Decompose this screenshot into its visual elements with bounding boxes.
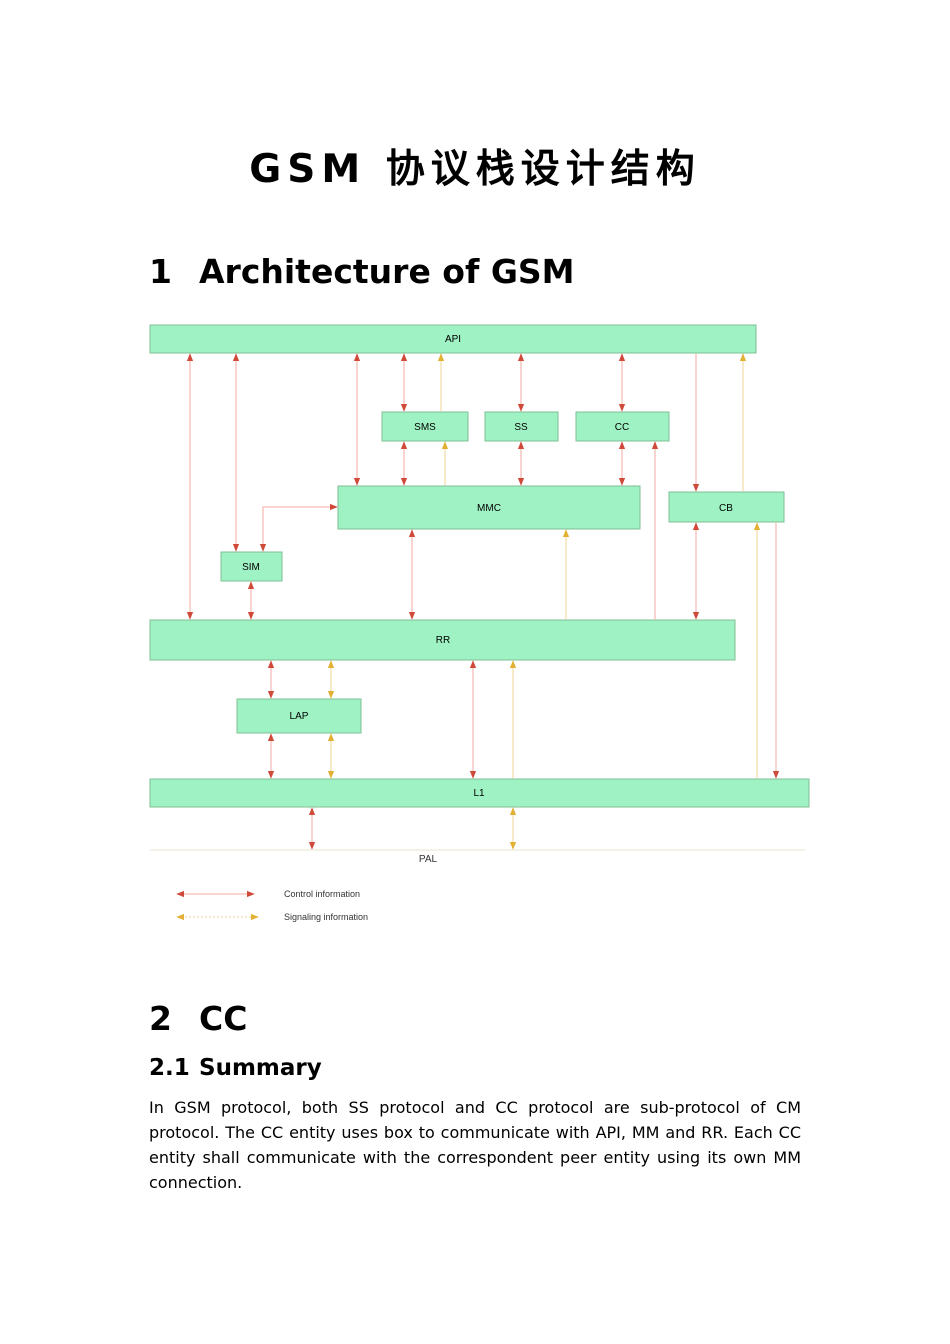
block-lap-label: LAP [290, 711, 309, 722]
block-lap: LAP [236, 698, 362, 734]
block-sim: SIM [220, 551, 283, 582]
block-cb-label: CB [719, 503, 733, 514]
conn-sim-mmc [259, 503, 338, 552]
block-api: API [149, 324, 757, 354]
signaling-connections [327, 353, 761, 850]
block-ss: SS [484, 411, 559, 442]
subsection-number: 2.1 [149, 1055, 190, 1081]
legend-signaling-label: Signaling information [284, 912, 368, 922]
section-title: Architecture of GSM [199, 252, 575, 291]
block-mmc-label: MMC [477, 503, 501, 514]
block-sim-label: SIM [242, 562, 260, 573]
section-heading-architecture: 1 Architecture of GSM [149, 252, 575, 291]
block-cb: CB [668, 491, 785, 523]
section-heading-cc: 2 CC [149, 999, 247, 1038]
block-l1: L1 [149, 778, 810, 808]
legend-control-label: Control information [284, 889, 360, 899]
block-api-label: API [445, 334, 461, 345]
summary-paragraph: In GSM protocol, both SS protocol and CC… [149, 1098, 801, 1192]
block-mmc: MMC [337, 485, 641, 530]
block-ss-label: SS [514, 422, 528, 433]
document-title: GSM 协议栈设计结构 [249, 147, 701, 192]
section-number: 2 [149, 999, 172, 1038]
section-number: 1 [149, 252, 172, 291]
subsection-heading-summary: 2.1 Summary [149, 1055, 322, 1081]
block-rr: RR [149, 619, 736, 661]
section-title: CC [199, 999, 248, 1038]
pal-label: PAL [419, 854, 438, 865]
block-l1-label: L1 [473, 788, 485, 799]
block-cc: CC [575, 411, 670, 442]
legend: Control information Signaling informatio… [176, 889, 368, 922]
block-sms: SMS [381, 411, 469, 442]
block-sms-label: SMS [414, 422, 436, 433]
subsection-title: Summary [199, 1055, 322, 1081]
control-connections [186, 353, 780, 850]
block-cc-label: CC [615, 422, 629, 433]
block-rr-label: RR [436, 635, 450, 646]
